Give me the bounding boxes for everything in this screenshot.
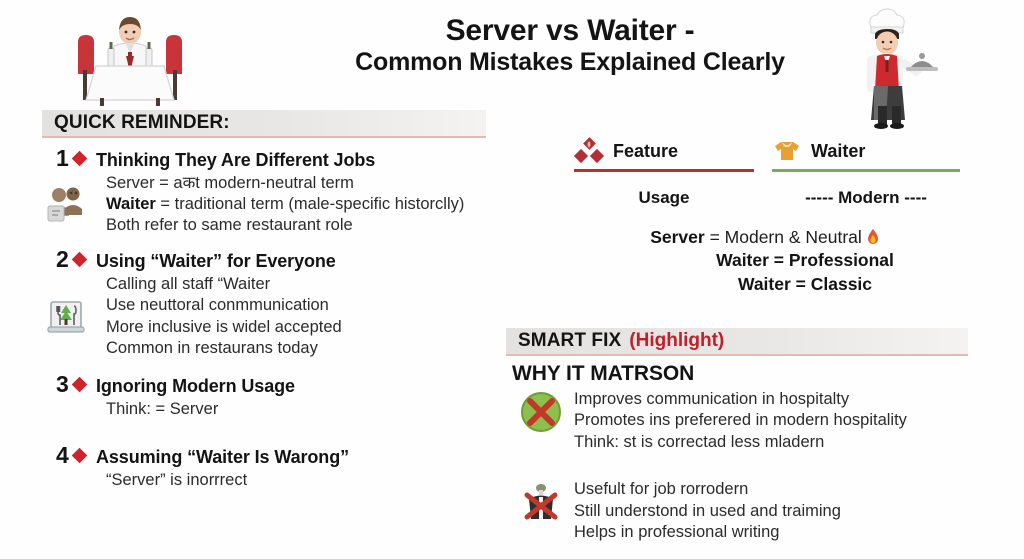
- smart-fix-highlight-label: (Highlight): [629, 330, 725, 351]
- waiter-with-cloche-illustration: [838, 6, 948, 129]
- plate-cutlery-plant-icon: [46, 298, 86, 336]
- smart-fix-line: Usefult for job rorrodern: [574, 480, 749, 499]
- item-title: Assuming “Waiter Is Warong”: [96, 446, 349, 467]
- item-title: Ignoring Modern Usage: [96, 375, 295, 396]
- smart-fix-section-bar: SMART FIX (Highlight): [506, 328, 968, 356]
- detail-line: Calling all staff “Waiter: [106, 275, 271, 294]
- detail-line: More inclusive is widel accepted: [106, 317, 342, 336]
- title-line-1: Server vs Waiter -: [445, 14, 695, 47]
- comparison-column-waiter: Waiter: [772, 136, 960, 172]
- list-item: 2 Using “Waiter” for Everyone Calling al…: [47, 246, 496, 358]
- fact-line: Waiter = Professional: [716, 250, 894, 271]
- quick-reminder-list: 1 Thinking They Are Different Jobs Serve…: [47, 145, 496, 495]
- detail-line: Use neuttoral conmmunication: [106, 296, 329, 315]
- detail-line: “Server” is inorrrect: [106, 470, 248, 489]
- item-number: 4: [56, 441, 69, 468]
- feature-column-rule: [574, 169, 754, 172]
- fact-line: Waiter = Classic: [737, 273, 873, 294]
- smart-fix-line: Promotes ins preferered in modern hospit…: [574, 411, 907, 430]
- smart-fix-line: Improves communication in hospitalty: [574, 390, 850, 408]
- comparison-facts: Server = Modern & Neutral Waiter = Profe…: [574, 226, 974, 296]
- detail-line: Common in restaurans today: [106, 338, 318, 357]
- list-item: 4 Assuming “Waiter Is Warong” “Server” i…: [56, 442, 496, 491]
- smart-fix-label: SMART FIX: [518, 330, 622, 351]
- green-circle-red-x-icon: [520, 391, 562, 433]
- smart-fix-line: Helps in professional writing: [574, 523, 780, 542]
- smart-fix-line: Still understond in used and traiming: [574, 501, 841, 520]
- diamond-bullet-icon: [71, 150, 88, 167]
- item-detail-lines: “Server” is inorrrect: [56, 470, 496, 491]
- detail-line: Both refer to same restaurant role: [106, 216, 353, 235]
- comparison-column-feature: Feature: [573, 136, 754, 172]
- detail-line: Server = aकt modern-neutral term: [106, 174, 354, 192]
- comparison-header-row: Feature Waiter: [573, 136, 974, 172]
- title-line-2: Common Mistakes Explained Clearly: [355, 47, 785, 76]
- fact-line: Server = Modern & Neutral: [574, 226, 974, 249]
- item-detail-lines: Calling all staff “Waiter Use neuttoral …: [56, 274, 496, 358]
- smart-fix-line: Think: st is correctad less mladern: [574, 432, 825, 451]
- restaurant-table-server-illustration: [60, 8, 200, 108]
- comparison-header-feature: Feature: [613, 140, 679, 161]
- item-detail-lines: Server = aकt modern-neutral term Waiter …: [56, 173, 496, 236]
- usage-cell-waiter: ----- Modern ----: [805, 188, 927, 207]
- item-number: 3: [56, 370, 69, 397]
- item-title: Using “Waiter” for Everyone: [96, 251, 336, 272]
- detail-line: Think: = Server: [106, 399, 219, 418]
- quick-reminder-label: QUICK REMINDER:: [54, 112, 230, 133]
- item-detail-lines: Think: = Server: [56, 399, 496, 420]
- smart-fix-body: WHY IT MATRSON Improves communication in…: [512, 362, 982, 544]
- item-number: 2: [56, 246, 69, 273]
- why-it-matters-title: WHY IT MATRSON: [512, 362, 695, 385]
- smart-fix-block: Improves communication in hospitalty Pro…: [512, 389, 982, 453]
- item-title: Thinking They Are Different Jobs: [96, 150, 376, 170]
- comparison-usage-row: Usage ----- Modern ----: [574, 188, 974, 208]
- comparison-header-waiter: Waiter: [811, 140, 866, 161]
- list-item: 1 Thinking They Are Different Jobs Serve…: [47, 145, 496, 236]
- flame-icon: [866, 229, 880, 246]
- diamond-bullet-icon: [71, 252, 88, 268]
- detail-line: Waiter = traditional term (male-specific…: [106, 195, 465, 214]
- orange-tshirt-icon: [772, 138, 802, 164]
- diamond-bullet-icon: [71, 376, 88, 393]
- page-title: Server vs Waiter - Common Mistakes Expla…: [270, 14, 870, 77]
- comparison-table: Feature Waiter Usage --: [573, 136, 974, 296]
- usage-cell-feature: Usage: [638, 188, 690, 207]
- crossed-out-uniform-icon: [520, 481, 562, 523]
- list-item: 3 Ignoring Modern Usage Think: = Server: [56, 371, 496, 420]
- quick-reminder-section-bar: QUICK REMINDER:: [42, 110, 486, 138]
- diamond-bullet-icon: [71, 447, 88, 464]
- smart-fix-block: Usefult for job rorrodern Still understo…: [512, 479, 982, 543]
- red-diamond-cluster-icon: [573, 137, 605, 164]
- people-group-icon: [46, 185, 86, 223]
- waiter-column-rule: [772, 169, 960, 172]
- item-number: 1: [56, 145, 69, 171]
